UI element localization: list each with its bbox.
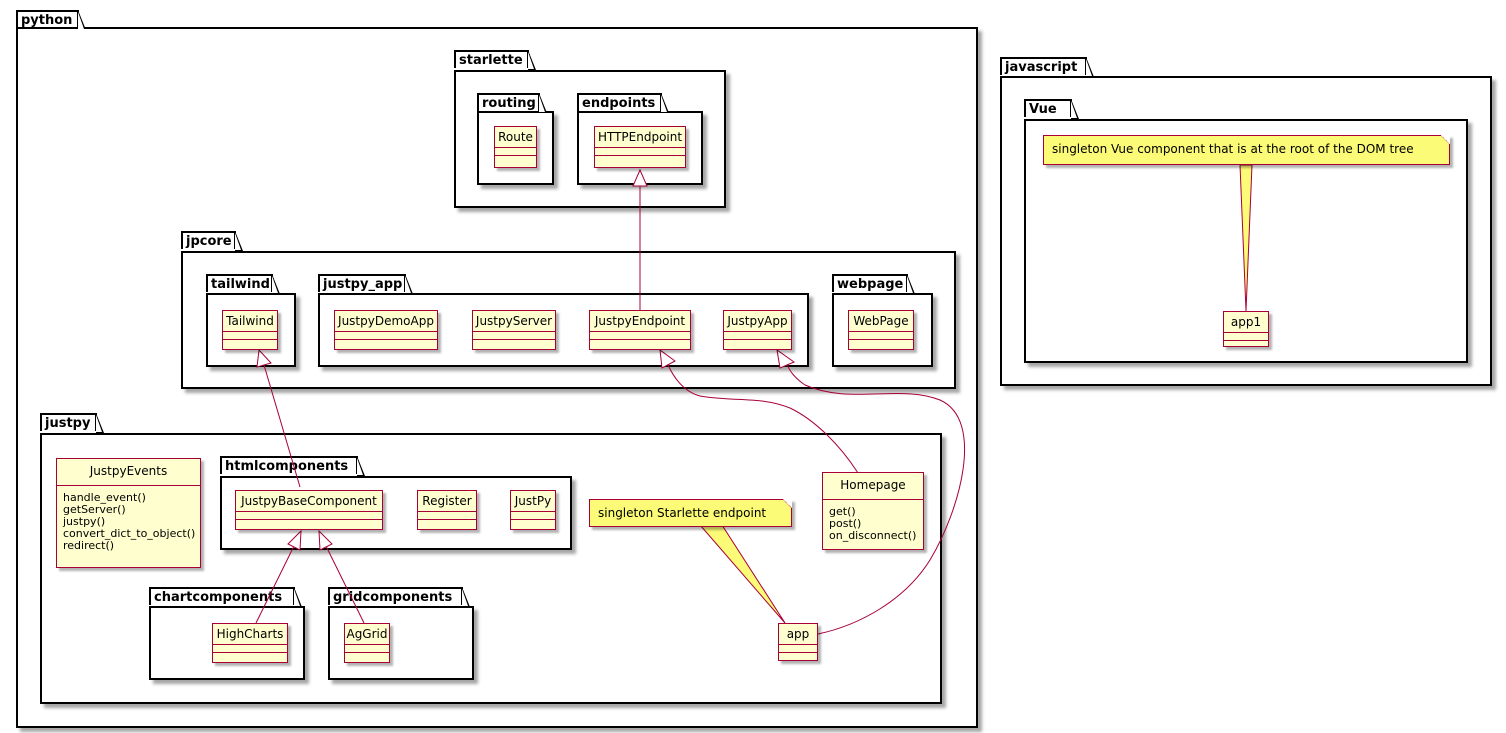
- class-tailwind[interactable]: Tailwind: [222, 310, 278, 350]
- class-justpy[interactable]: JustPy: [510, 490, 556, 530]
- class-justpyserver-name: JustpyServer: [475, 314, 553, 328]
- class-justpybasecomponent[interactable]: JustpyBaseComponent: [235, 490, 383, 530]
- class-highcharts[interactable]: HighCharts: [212, 623, 288, 663]
- note-starlette-endpoint: singleton Starlette endpoint: [589, 499, 792, 527]
- package-tailwind: [206, 293, 296, 367]
- class-justpyendpoint-name: JustpyEndpoint: [594, 314, 686, 328]
- package-endpoints-tab: endpoints: [577, 93, 669, 113]
- package-chartcomponents-tab: chartcomponents: [149, 587, 302, 607]
- class-aggrid[interactable]: AgGrid: [344, 623, 390, 663]
- note-vue-component: singleton Vue component that is at the r…: [1043, 135, 1450, 165]
- class-justpyserver[interactable]: JustpyServer: [472, 310, 556, 350]
- class-homepage-name: Homepage: [840, 478, 906, 492]
- method-justpy: justpy(): [63, 515, 106, 528]
- inherit-app-justpyapp: [786, 363, 966, 635]
- package-webpage-tab: webpage: [832, 274, 915, 294]
- class-httpendpoint-name: HTTPEndpoint: [597, 130, 683, 144]
- class-justpyevents-name: JustpyEvents: [89, 464, 168, 478]
- method-on-disconnect: on_disconnect(): [829, 529, 917, 542]
- class-aggrid-name: AgGrid: [346, 627, 388, 641]
- vue-note-tail: [1239, 164, 1253, 312]
- class-webpage-name: WebPage: [853, 314, 909, 328]
- class-homepage-methods: get() post() on_disconnect(): [823, 499, 923, 545]
- class-justpybasecomponent-name: JustpyBaseComponent: [241, 494, 377, 508]
- method-get: get(): [829, 505, 856, 518]
- method-handle-event: handle_event(): [63, 491, 146, 504]
- class-justpy-name: JustPy: [514, 494, 552, 508]
- note-starlette-text: singleton Starlette endpoint: [598, 506, 767, 520]
- class-app1[interactable]: app1: [1223, 311, 1269, 347]
- inherit-aggrid-basecomponent: [325, 545, 365, 624]
- package-justpy-app-tab: justpy_app: [318, 274, 413, 294]
- inherit-homepage-justpyendpoint: [667, 364, 859, 474]
- class-justpyapp-name: JustpyApp: [727, 314, 788, 328]
- class-justpydemoapp-name: JustpyDemoApp: [338, 314, 434, 328]
- inherit-arrowhead: [632, 168, 648, 187]
- class-justpyevents[interactable]: JustpyEvents handle_event() getServer() …: [56, 458, 201, 568]
- class-app[interactable]: app: [778, 623, 818, 661]
- starlette-note-tail: [698, 524, 786, 624]
- note-vue-text: singleton Vue component that is at the r…: [1052, 142, 1414, 156]
- class-highcharts-name: HighCharts: [216, 627, 284, 641]
- class-webpage[interactable]: WebPage: [848, 310, 914, 350]
- class-justpyapp[interactable]: JustpyApp: [723, 310, 792, 350]
- package-jpcore-tab: jpcore: [181, 231, 243, 251]
- class-register-name: Register: [422, 494, 472, 508]
- package-python-tab: python: [16, 10, 86, 30]
- package-vue-tab: Vue: [1024, 99, 1079, 119]
- class-app-name: app: [786, 627, 810, 641]
- class-justpydemoapp[interactable]: JustpyDemoApp: [334, 310, 438, 350]
- package-justpy-tab: justpy: [40, 413, 104, 433]
- class-route-name: Route: [498, 130, 533, 144]
- class-app1-name: app1: [1230, 315, 1262, 329]
- package-tailwind-tab: tailwind: [206, 274, 280, 294]
- class-homepage[interactable]: Homepage get() post() on_disconnect(): [822, 472, 924, 550]
- inherit-basecomponent-tailwind: [263, 364, 301, 488]
- method-post: post(): [829, 517, 862, 530]
- package-gridcomponents-tab: gridcomponents: [328, 587, 470, 607]
- method-getserver: getServer(): [63, 503, 126, 516]
- class-justpyevents-methods: handle_event() getServer() justpy() conv…: [57, 485, 200, 555]
- package-javascript-tab: javascript: [1000, 57, 1094, 77]
- class-httpendpoint[interactable]: HTTPEndpoint: [594, 126, 686, 168]
- method-redirect: redirect(): [63, 539, 115, 552]
- inherit-highcharts-basecomponent: [255, 545, 295, 624]
- class-route[interactable]: Route: [494, 126, 537, 168]
- class-justpyendpoint[interactable]: JustpyEndpoint: [589, 310, 691, 350]
- method-convert-dict-to-object: convert_dict_to_object(): [63, 527, 196, 540]
- class-register[interactable]: Register: [417, 490, 477, 530]
- package-starlette-tab: starlette: [454, 50, 536, 70]
- package-htmlcomponents-tab: htmlcomponents: [220, 456, 365, 476]
- package-routing-tab: routing: [477, 93, 547, 113]
- class-tailwind-name: Tailwind: [226, 314, 274, 328]
